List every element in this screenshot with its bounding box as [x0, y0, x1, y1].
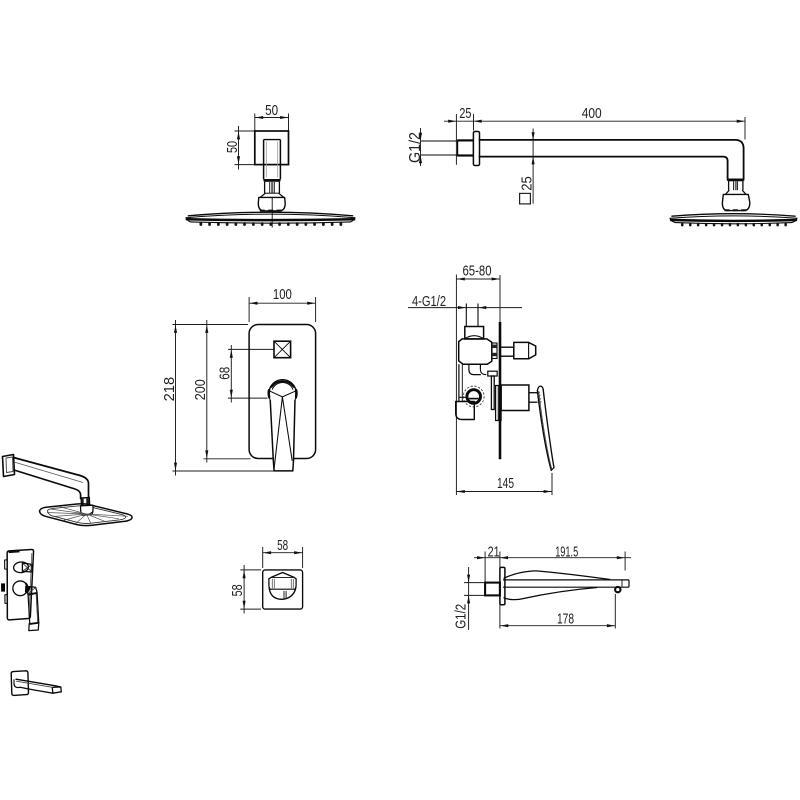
svg-text:400: 400: [582, 105, 602, 122]
svg-text:4-G1/2: 4-G1/2: [412, 293, 446, 310]
svg-text:50: 50: [224, 141, 241, 153]
svg-text:G1/2: G1/2: [453, 604, 470, 629]
svg-text:191.5: 191.5: [555, 543, 578, 560]
svg-text:25: 25: [518, 176, 535, 191]
svg-text:218: 218: [161, 377, 178, 402]
svg-text:21: 21: [488, 543, 500, 560]
svg-text:200: 200: [192, 379, 209, 400]
svg-text:178: 178: [557, 610, 574, 627]
svg-text:100: 100: [273, 286, 292, 303]
svg-text:G1/2: G1/2: [407, 132, 424, 163]
svg-text:58: 58: [229, 584, 246, 596]
svg-text:145: 145: [497, 475, 514, 492]
svg-text:65-80: 65-80: [463, 262, 492, 279]
svg-text:50: 50: [265, 102, 278, 119]
svg-text:58: 58: [277, 537, 288, 554]
svg-text:25: 25: [459, 105, 471, 122]
svg-text:68: 68: [217, 367, 234, 380]
